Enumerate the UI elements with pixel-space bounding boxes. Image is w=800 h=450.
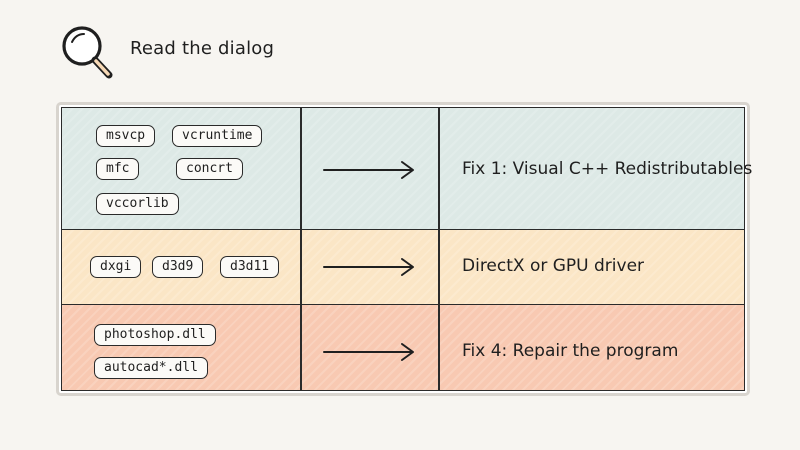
arrow-icon [323, 161, 414, 179]
dll-tag: dxgi [90, 256, 142, 278]
arrow-icon [323, 343, 414, 361]
header [58, 22, 118, 82]
column-divider [300, 108, 302, 390]
arrow-icon [323, 258, 414, 276]
dll-tag: concrt [176, 158, 243, 180]
dll-tag: d3d11 [220, 256, 280, 278]
fix-label: Fix 4: Repair the program [462, 341, 679, 361]
dll-tag: vccorlib [96, 193, 179, 215]
row-directx: dxgi d3d9 d3d11 DirectX or GPU driver [62, 229, 744, 305]
magnifier-icon [62, 26, 113, 79]
page-title: Read the dialog [130, 38, 275, 59]
dll-tag: msvcp [96, 125, 156, 147]
row-repair: photoshop.dll autocad*.dll Fix 4: Repair… [62, 304, 744, 390]
mapping-table: msvcp vcruntime mfc concrt vccorlib Fix … [56, 102, 752, 396]
fix-label: DirectX or GPU driver [462, 256, 645, 276]
fix-label: Fix 1: Visual C++ Redistributables [462, 159, 753, 179]
column-divider [438, 108, 440, 390]
dll-tag: photoshop.dll [94, 324, 216, 346]
row-vc-redist: msvcp vcruntime mfc concrt vccorlib Fix … [62, 108, 752, 229]
dll-tag: mfc [96, 158, 140, 180]
dll-tag: autocad*.dll [94, 357, 208, 379]
dll-tag: d3d9 [152, 256, 204, 278]
dll-tag: vcruntime [172, 125, 263, 147]
